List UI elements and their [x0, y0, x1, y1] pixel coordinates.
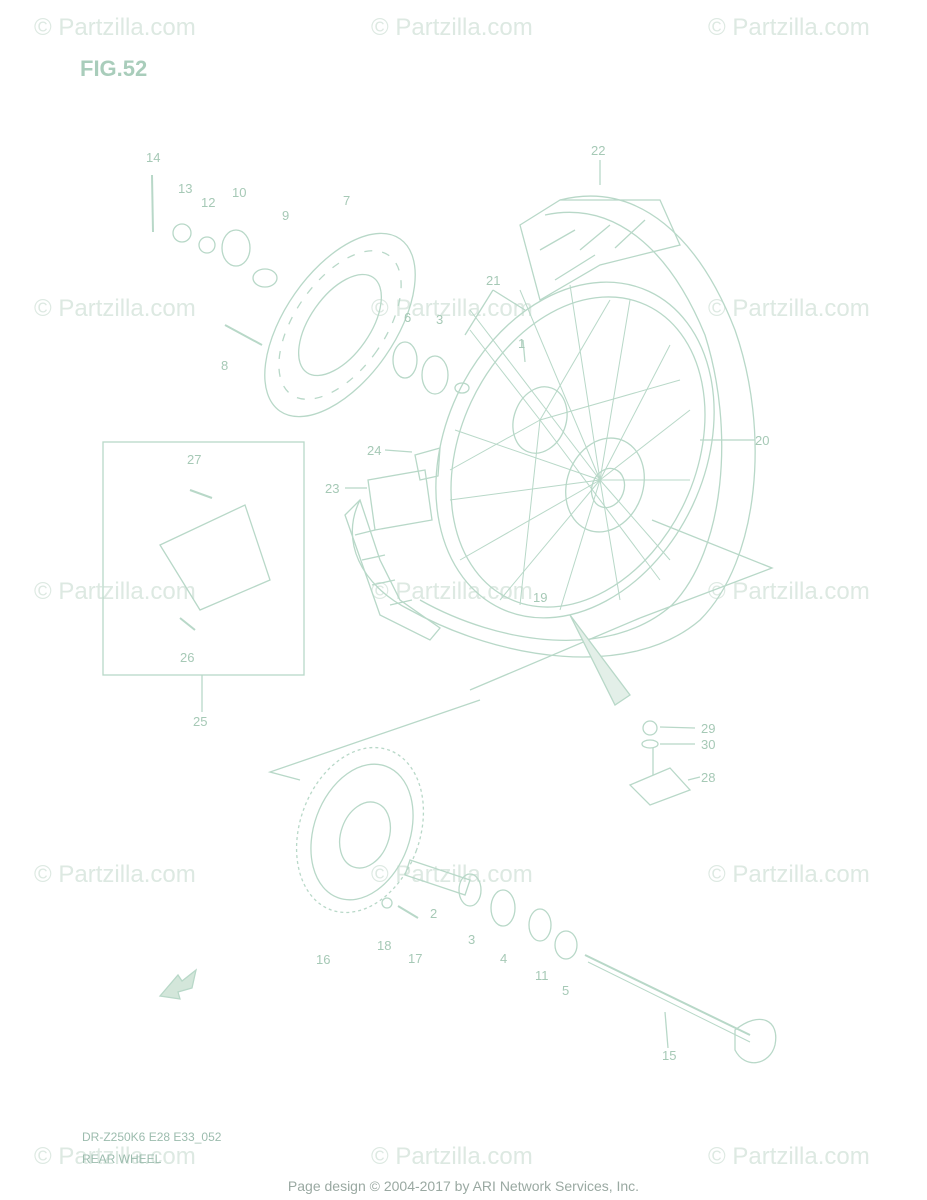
washer-18 [381, 897, 393, 909]
spokes [449, 284, 691, 611]
valve-28 [628, 767, 692, 806]
sprocket-11 [221, 229, 251, 267]
watermark: © Partzilla.com [34, 578, 196, 605]
washer-13 [198, 236, 216, 254]
front-arrow-icon [158, 968, 198, 1000]
rim [435, 281, 715, 619]
watermark: © Partzilla.com [34, 295, 196, 322]
bearing-3 [421, 355, 449, 395]
callout-5: 6 [404, 310, 411, 325]
callout-22: 22 [591, 143, 605, 158]
callout-23: 23 [325, 481, 339, 496]
callout-28: 28 [701, 770, 715, 785]
callout-15: 14 [146, 150, 160, 165]
assembly-guide-line [639, 519, 774, 619]
figure-label: FIG.52 [80, 56, 148, 81]
nut-14 [172, 223, 192, 243]
watermark: © Partzilla.com [34, 861, 196, 888]
watermark: © Partzilla.com [371, 14, 533, 41]
axle-12 [584, 954, 751, 1036]
assembly-guide-line [469, 617, 641, 691]
callout-3-lower: 3 [468, 932, 475, 947]
brake-disc [264, 232, 416, 418]
watermark: © Partzilla.com [708, 1143, 870, 1170]
watermark: © Partzilla.com [371, 1143, 533, 1170]
callout-30: 30 [701, 737, 715, 752]
rim-lock-24 [414, 447, 441, 481]
rim-lock-23 [367, 469, 433, 531]
leader-21 [492, 289, 526, 311]
callout-17: 17 [408, 951, 422, 966]
watermark: © Partzilla.com [34, 1143, 196, 1170]
chain-guard [159, 504, 271, 611]
spacer-2 [404, 859, 471, 896]
bolt-15 [151, 174, 154, 233]
watermark: © Partzilla.com [708, 295, 870, 322]
callout-24: 24 [367, 443, 381, 458]
bearing-3 [458, 873, 482, 907]
watermark: © Partzilla.com [34, 14, 196, 41]
rear-sprocket [295, 746, 425, 914]
callout-12: 15 [662, 1048, 676, 1063]
watermark: © Partzilla.com [708, 861, 870, 888]
collar-10 [554, 930, 578, 960]
axle-adjuster [734, 1018, 777, 1064]
callout-19: 19 [533, 590, 547, 605]
bolt-27 [189, 489, 213, 499]
callout-26: 26 [180, 650, 194, 665]
callout-18: 18 [377, 938, 391, 953]
copyright-footer: Page design © 2004-2017 by ARI Network S… [287, 1178, 640, 1194]
callout-14: 13 [178, 181, 192, 196]
bolt-26 [179, 617, 196, 631]
leader-21 [464, 289, 494, 336]
valve-pointer [569, 614, 631, 706]
seal-6 [528, 908, 552, 942]
nut-29 [642, 720, 658, 736]
callout-1: 1 [518, 336, 525, 351]
callout-25: 25 [193, 714, 207, 729]
bolt-17 [397, 905, 419, 919]
callout-7: 7 [343, 193, 350, 208]
bolt-8 [224, 324, 263, 346]
spacer-9 [252, 268, 278, 288]
callout-29: 29 [701, 721, 715, 736]
watermark: © Partzilla.com [371, 578, 533, 605]
washer-30 [641, 739, 659, 749]
model-code: DR-Z250K6 E28 E33_052 [82, 1130, 222, 1144]
chain-guard-box [102, 441, 305, 676]
callout-20: 20 [755, 433, 769, 448]
callout-3: 3 [436, 312, 443, 327]
callout-4: 4 [500, 951, 507, 966]
callout-16: 16 [316, 952, 330, 967]
callout-27: 27 [187, 452, 201, 467]
bearing-4 [490, 889, 516, 927]
callout-21: 21 [486, 273, 500, 288]
callout-10: 5 [562, 983, 569, 998]
callout-2: 2 [430, 906, 437, 921]
watermark: © Partzilla.com [371, 295, 533, 322]
callout-9: 9 [282, 208, 289, 223]
valve-nut [454, 382, 470, 394]
callout-11: 10 [232, 185, 246, 200]
assembly-guide-line [267, 699, 481, 781]
callout-13: 12 [201, 195, 215, 210]
hub [512, 386, 645, 533]
diagram-title: REAR WHEEL [82, 1152, 162, 1166]
tire [344, 195, 756, 658]
callout-6: 11 [535, 968, 549, 983]
callout-8: 8 [221, 358, 228, 373]
watermark: © Partzilla.com [708, 14, 870, 41]
bearing-5 [392, 341, 418, 379]
